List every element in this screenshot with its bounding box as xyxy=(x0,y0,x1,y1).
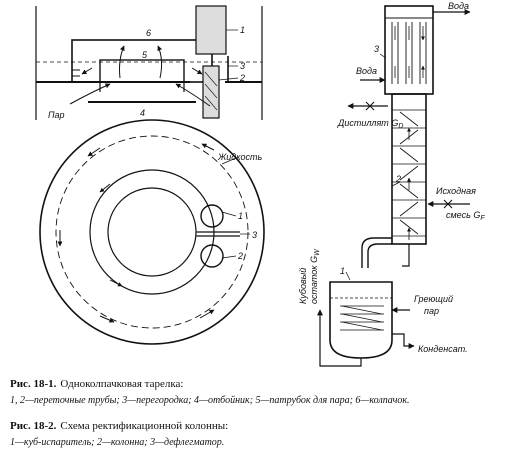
feed-g: G xyxy=(473,210,480,220)
caption-fig-18-2-legend: 1—куб-испаритель; 2—колонна; 3—дефлегмат… xyxy=(10,432,525,450)
label-feed-2: смесь GF xyxy=(446,210,485,222)
column xyxy=(391,93,427,245)
label-pipe-1: 1 xyxy=(240,25,245,35)
label-heating-2: пар xyxy=(424,306,439,316)
label-liquid: Жидкость xyxy=(217,152,262,162)
tray-section-view xyxy=(35,5,263,120)
bottoms-text-2: остаток xyxy=(309,265,319,304)
distillate-g: G xyxy=(391,118,398,128)
caption-fig-18-1-legend: 1, 2—переточные трубы; 3—перегородка; 4—… xyxy=(10,390,525,408)
label-water-in: Вода xyxy=(356,66,377,76)
label-distillate: Дистиллят GD xyxy=(337,118,403,130)
caption-fig2-legend: 1—куб-испаритель; 2—колонна; 3—дефлегмат… xyxy=(10,437,225,448)
label-plan-pipe-2: 2 xyxy=(237,251,243,261)
bottoms-text-1: Кубовый xyxy=(298,268,308,304)
caption-fig2-number: Рис. 18-2. xyxy=(10,420,57,432)
distillate-sub: D xyxy=(398,123,403,130)
label-steam: Пар xyxy=(48,110,65,120)
label-cap-6: 6 xyxy=(146,28,151,38)
label-deflector-4: 4 xyxy=(140,108,145,118)
label-water-out: Вода xyxy=(448,1,469,11)
plan-pipe-2 xyxy=(200,244,224,268)
label-dephlegmator-3: 3 xyxy=(374,44,379,54)
bottoms-sub: W xyxy=(314,248,321,256)
distillate-text: Дистиллят xyxy=(337,118,389,128)
caption-fig1-title: Одноколпачковая тарелка: xyxy=(60,378,184,390)
bottoms-g: G xyxy=(309,256,319,263)
tray-plan-view xyxy=(39,119,265,345)
label-baffle-3: 3 xyxy=(240,61,245,71)
label-plan-baffle-3: 3 xyxy=(252,230,257,240)
label-plan-pipe-1: 1 xyxy=(238,211,243,221)
label-condensate: Конденсат. xyxy=(418,344,468,354)
overflow-pipe-1 xyxy=(195,5,227,55)
label-bottoms: Кубовый остаток GW xyxy=(298,248,321,304)
vapour-riser xyxy=(361,237,392,268)
caption-fig1-legend: 1, 2—переточные трубы; 3—перегородка; 4—… xyxy=(10,395,410,406)
label-heating-1: Греющий xyxy=(414,294,453,304)
label-reboiler-1: 1 xyxy=(340,266,345,276)
bottoms-line xyxy=(317,309,362,367)
liquid-flow-path xyxy=(55,135,249,329)
bubble-cap xyxy=(71,39,213,83)
plan-pipe-1 xyxy=(200,204,224,228)
label-tube-5: 5 xyxy=(142,50,148,60)
cap-inner-ring xyxy=(107,187,197,277)
label-column-2: 2 xyxy=(395,174,401,184)
caption-fig1-number: Рис. 18-1. xyxy=(10,378,57,390)
column-scheme xyxy=(317,5,471,367)
caption-fig2-title: Схема ректификационной колонны: xyxy=(60,420,229,432)
tray-outer-circle xyxy=(39,119,265,345)
overflow-pipe-2 xyxy=(202,65,220,119)
reboiler xyxy=(329,281,393,359)
caption-fig-18-1: Рис. 18-1. Одноколпачковая тарелка: xyxy=(10,374,525,392)
vapour-tube xyxy=(99,59,185,83)
label-feed-1: Исходная xyxy=(436,186,476,196)
feed-text: смесь xyxy=(446,210,471,220)
caption-fig-18-2: Рис. 18-2. Схема ректификационной колонн… xyxy=(10,416,525,434)
feed-sub: F xyxy=(480,215,485,222)
condensate-line xyxy=(392,333,415,349)
label-pipe-2: 2 xyxy=(239,73,245,83)
